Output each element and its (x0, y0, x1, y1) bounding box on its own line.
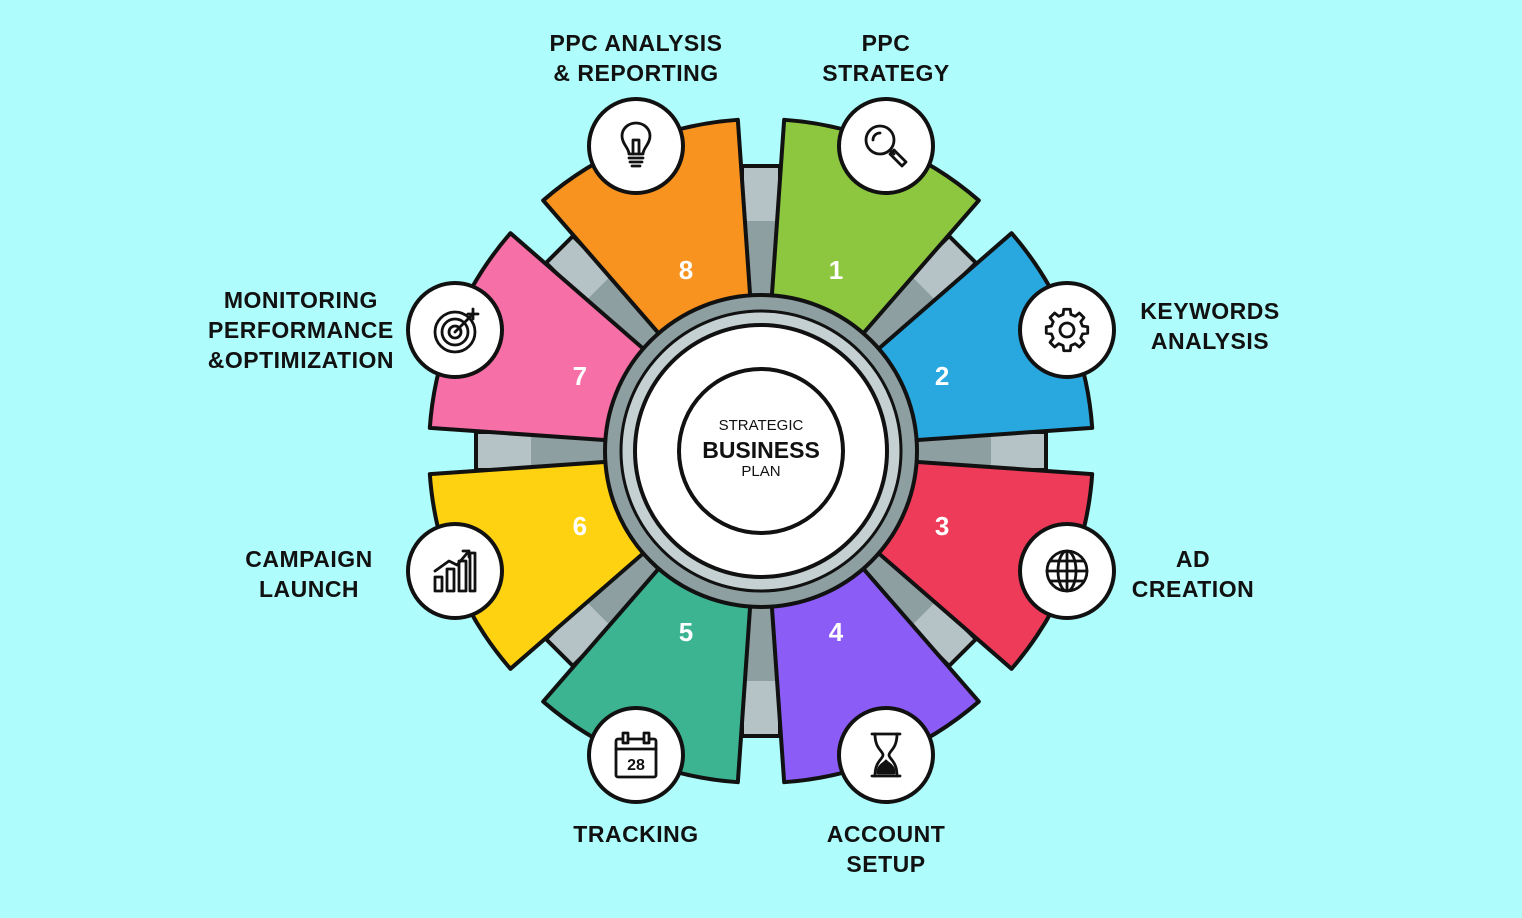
lightbulb-icon-badge (587, 97, 685, 195)
calendar-icon: 28 (614, 731, 658, 779)
step-number-2: 2 (935, 361, 949, 391)
icon-circle (837, 706, 935, 804)
hub-text-business: BUSINESS (702, 437, 820, 463)
gear-icon (1044, 307, 1090, 353)
bar-chart-icon (433, 549, 477, 593)
label-step-5: TRACKING (573, 821, 699, 847)
step-number-8: 8 (679, 255, 693, 285)
magnifier-icon (864, 124, 908, 168)
icons: 28 (406, 97, 1116, 804)
hub-text-plan: PLAN (741, 463, 780, 480)
step-number-3: 3 (935, 511, 949, 541)
step-number-1: 1 (829, 255, 843, 285)
hub-text-strategic: STRATEGIC (719, 417, 804, 434)
icon-circle (587, 97, 685, 195)
step-number-5: 5 (679, 617, 693, 647)
step-numbers: 1 2 3 4 5 6 7 8 (573, 255, 950, 647)
hourglass-icon-badge (837, 706, 935, 804)
bar-chart-icon-badge (406, 522, 504, 620)
calendar-date-text: 28 (627, 757, 645, 774)
lightbulb-icon (620, 121, 652, 168)
icon-circle (406, 281, 504, 379)
target-icon-badge (406, 281, 504, 379)
magnifier-icon-badge (837, 97, 935, 195)
globe-icon (1045, 549, 1089, 593)
calendar-icon-badge: 28 (587, 706, 685, 804)
gear-icon-badge (1018, 281, 1116, 379)
icon-circle (587, 706, 685, 804)
label-step-8: PPC ANALYSIS& REPORTING (549, 30, 723, 86)
segments (427, 117, 1095, 785)
step-number-4: 4 (829, 617, 844, 647)
step-number-7: 7 (573, 361, 587, 391)
step-number-6: 6 (573, 511, 587, 541)
hub-inner-circle (677, 367, 845, 535)
globe-icon-badge (1018, 522, 1116, 620)
hourglass-icon (870, 732, 902, 778)
icon-circle (837, 97, 935, 195)
target-icon (433, 307, 480, 354)
icon-circle (1018, 281, 1116, 379)
